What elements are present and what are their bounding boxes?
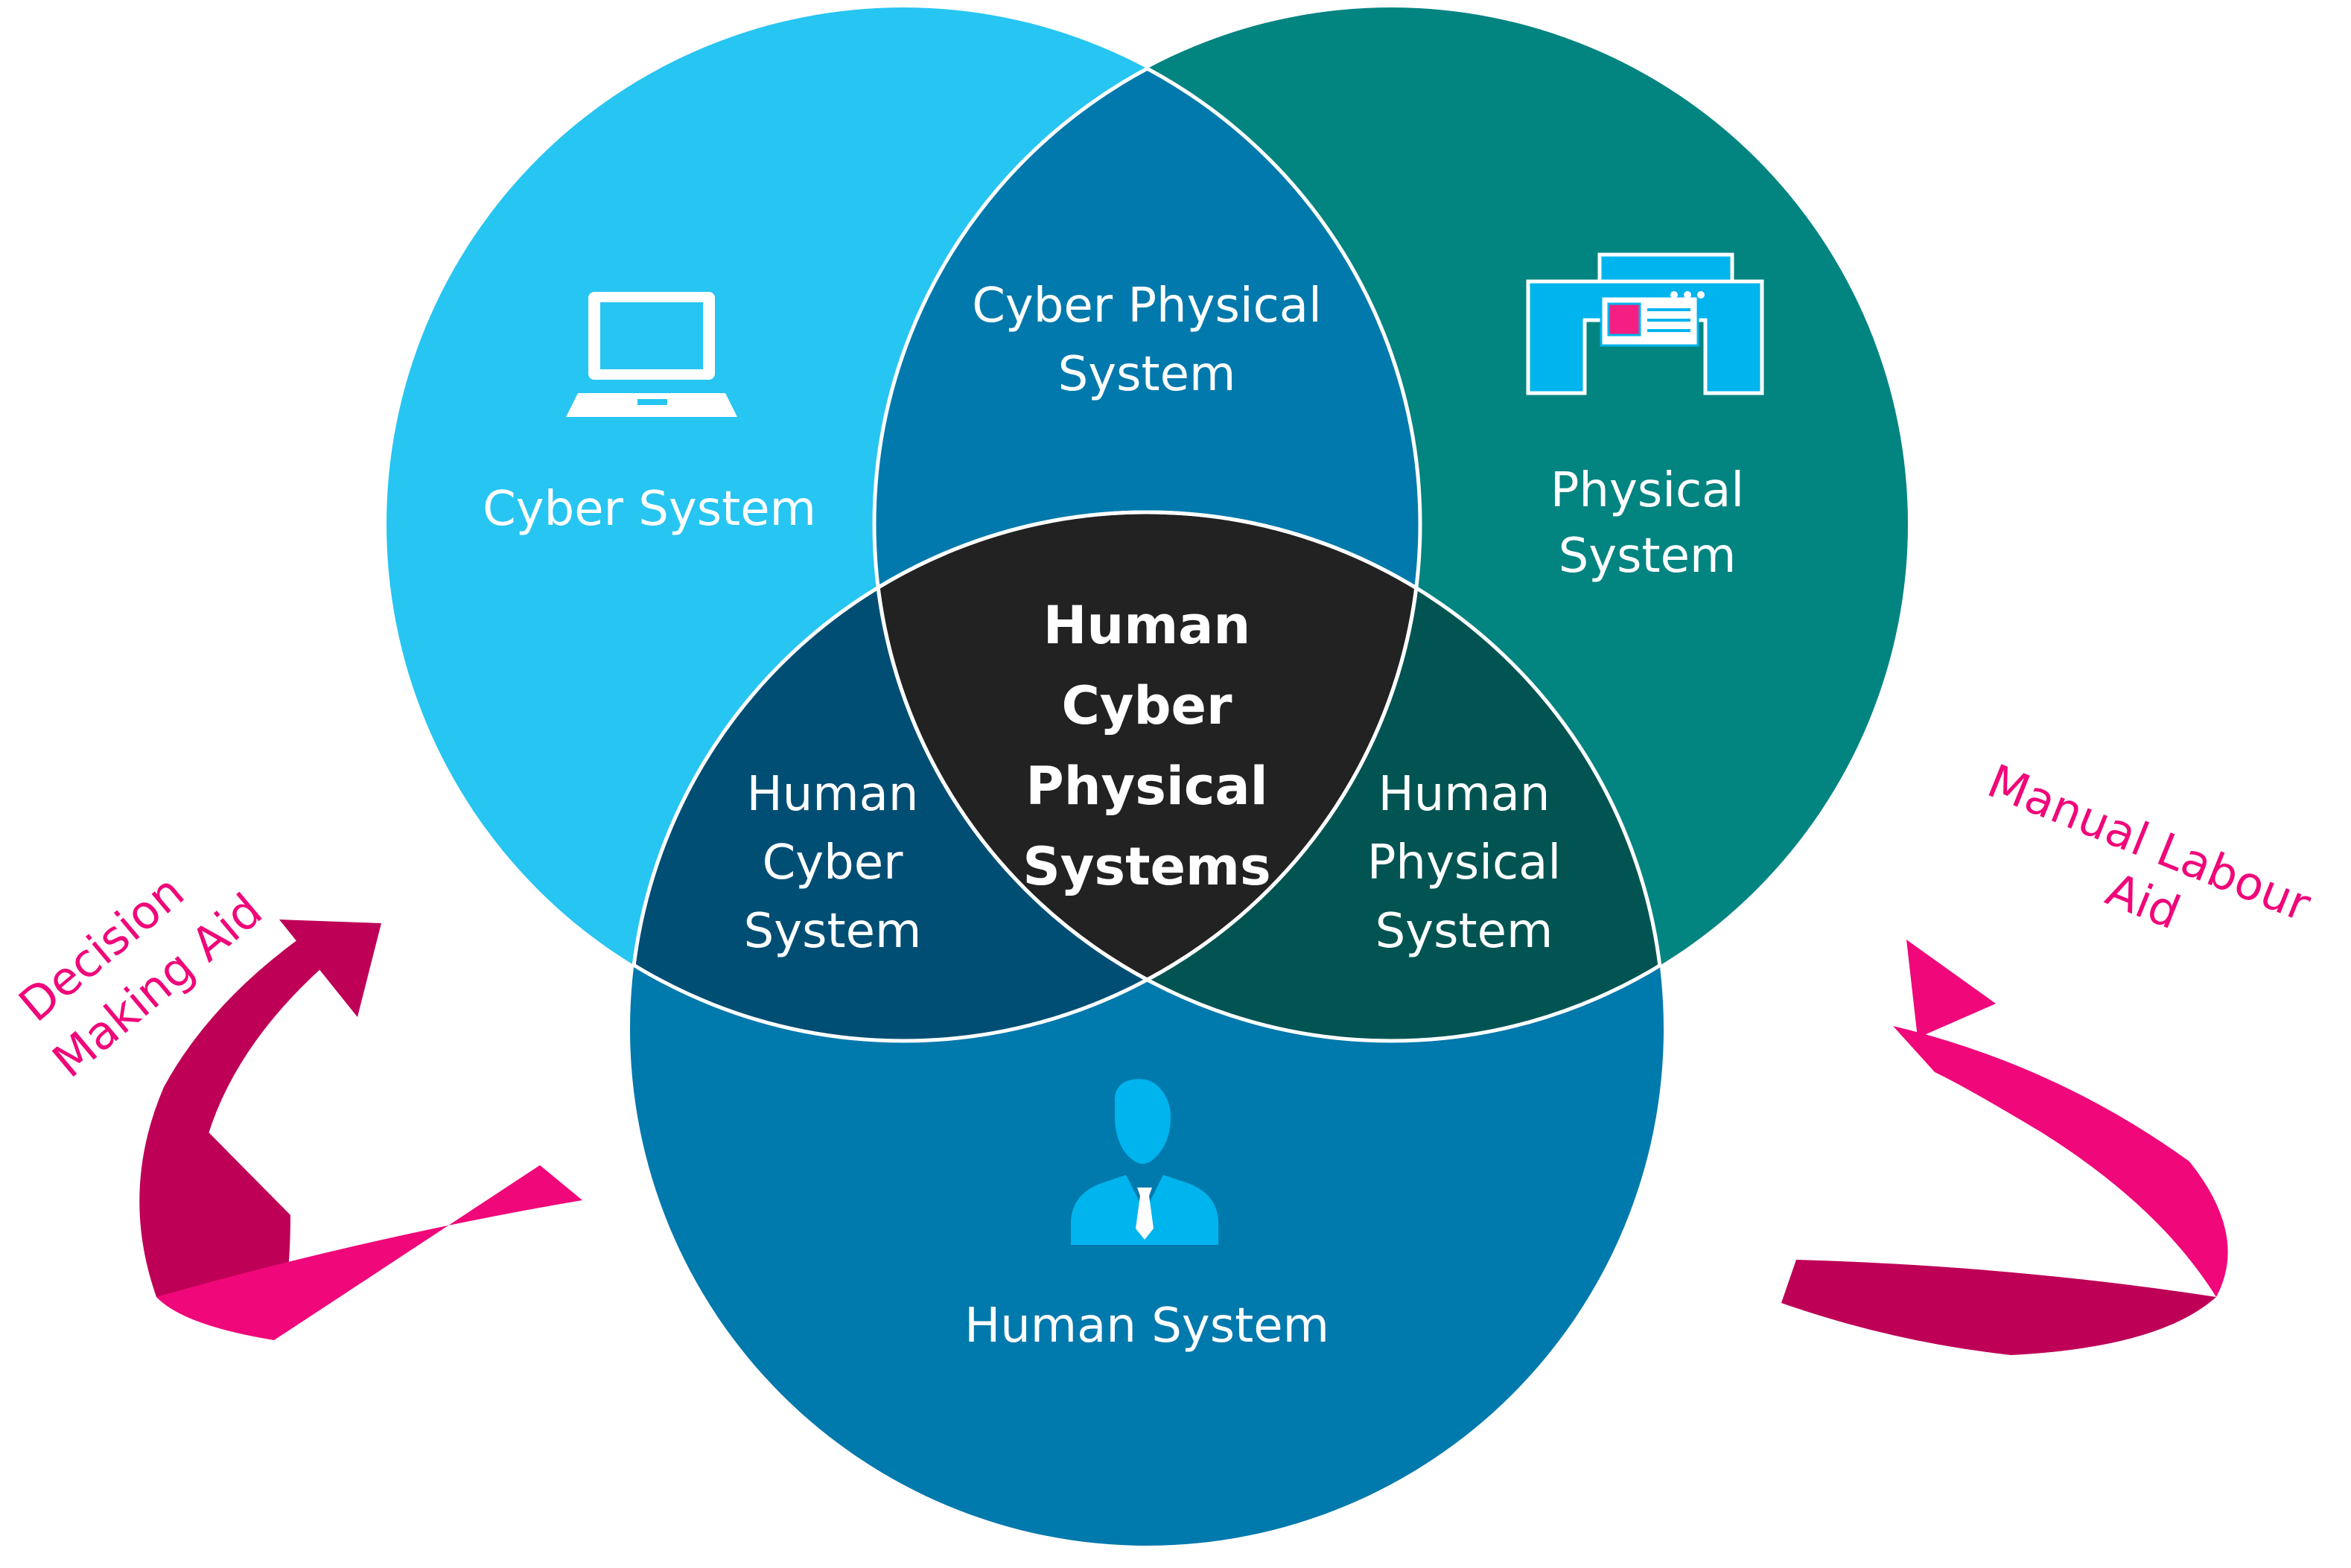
human-cyber-label-line1: Human (747, 767, 919, 822)
physical-system-label-line2: System (1559, 529, 1737, 584)
center-label-line1: Human (1043, 595, 1250, 656)
cyber-physical-label-line2: System (1058, 347, 1236, 402)
cyber-system-label: Cyber System (483, 482, 816, 537)
physical-system-label-line1: Physical (1550, 463, 1744, 518)
human-cyber-label-line3: System (744, 904, 922, 959)
decision-making-arrow (139, 920, 582, 1340)
human-physical-label-line1: Human (1378, 767, 1550, 822)
human-cyber-label-line2: Cyber (763, 835, 904, 890)
cyber-physical-label-line1: Cyber Physical (972, 278, 1322, 334)
center-label-line3: Physical (1025, 756, 1267, 817)
person-icon (1071, 1079, 1218, 1245)
human-physical-label-line3: System (1375, 904, 1553, 959)
divider-arc (874, 7, 1422, 1041)
center-label-line2: Cyber (1061, 675, 1232, 736)
human-system-label: Human System (964, 1298, 1329, 1354)
laptop-icon (566, 292, 737, 417)
divider-arc (872, 7, 1420, 1041)
manual-labour-arrow (1781, 940, 2228, 1355)
human-physical-label-line2: Physical (1367, 835, 1561, 890)
machine-icon (1526, 252, 1764, 395)
center-label-line4: Systems (1022, 836, 1270, 897)
